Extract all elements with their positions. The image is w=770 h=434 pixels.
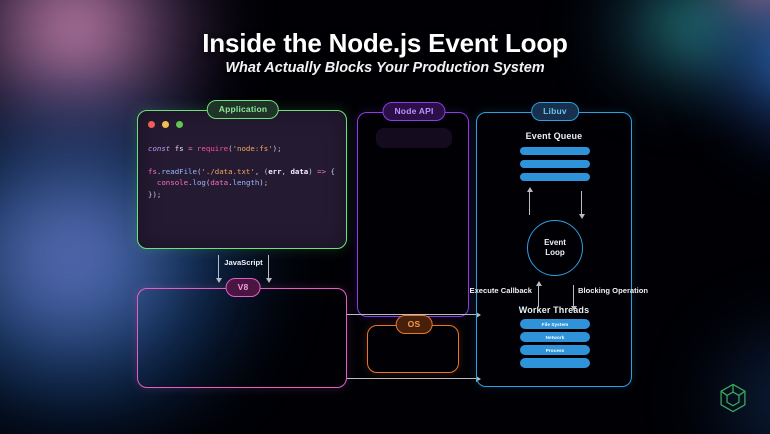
code-token-const: const (148, 144, 171, 153)
blocking-operation-label: Blocking Operation (578, 286, 649, 295)
code-token-err: err (268, 166, 282, 176)
node-api-badge: Node API (382, 102, 446, 121)
arrow-queue-to-loop-up (526, 187, 533, 215)
node-api-panel: Node API (357, 102, 469, 317)
worker-thread-item: File System (520, 319, 590, 329)
code-token-require: require (196, 144, 229, 153)
event-queue-title: Event Queue (525, 131, 583, 141)
arrow-execute-callback-up (535, 281, 542, 307)
code-token-console: console (156, 178, 189, 188)
code-token-data-param: data (290, 166, 309, 176)
os-panel: OS (367, 315, 459, 373)
minimize-dot-icon[interactable] (162, 121, 169, 128)
page-title: Inside the Node.js Event Loop (202, 28, 568, 58)
libuv-badge: Libuv (531, 102, 579, 121)
code-block: const fs = require('node:fs'); fs.readFi… (148, 144, 335, 199)
code-token-assign: = (188, 144, 193, 153)
event-loop-label-line2: Loop (545, 248, 565, 257)
arrow-to-libuv-bottom (347, 375, 481, 382)
javascript-arrow-left (215, 255, 222, 283)
application-panel: Application const fs = require('node:fs'… (137, 100, 347, 249)
event-loop-node: Event Loop (527, 220, 583, 276)
code-token-fs-obj: fs (148, 166, 157, 176)
code-token-fs-var: fs (174, 144, 184, 153)
code-token-module-string: 'node:fs' (232, 144, 273, 153)
background-blob-pink-right (700, 0, 770, 30)
event-queue-item (520, 160, 590, 168)
page-subtitle: What Actually Blocks Your Production Sys… (225, 60, 545, 76)
window-controls (148, 121, 183, 128)
code-token-log: log (192, 178, 206, 188)
event-queue-item (520, 147, 590, 155)
arrow-to-libuv-top (347, 311, 481, 318)
javascript-arrow-right (265, 255, 272, 283)
cube-logo (720, 383, 746, 413)
node-api-slot (376, 128, 452, 148)
background-blob-blue-right (690, 0, 770, 170)
application-badge: Application (206, 100, 280, 119)
os-badge: OS (395, 315, 433, 334)
code-token-path-string: './data.txt' (201, 166, 255, 176)
code-token-data-obj: data (210, 178, 229, 188)
execute-callback-label: Execute Callback (469, 286, 532, 295)
arrow-blocking-operation-down (570, 285, 577, 311)
code-token-arrow: => (317, 166, 327, 176)
arrow-loop-to-queue-down (578, 191, 585, 219)
event-queue-item (520, 173, 590, 181)
v8-panel: V8 (137, 278, 347, 388)
event-loop-label-line1: Event (544, 237, 566, 247)
worker-thread-item: Process (520, 345, 590, 355)
libuv-panel: Libuv Event Queue Event Loop Execute Cal… (470, 102, 648, 387)
maximize-dot-icon[interactable] (176, 121, 183, 128)
v8-badge: V8 (225, 278, 261, 297)
worker-thread-item (520, 358, 590, 368)
code-token-length: length (232, 178, 260, 188)
code-token-readfile: readFile (161, 166, 197, 176)
worker-thread-item: Network (520, 332, 590, 342)
worker-threads-title: Worker Threads (518, 305, 590, 315)
javascript-label: JavaScript (224, 258, 263, 267)
close-dot-icon[interactable] (148, 121, 155, 128)
